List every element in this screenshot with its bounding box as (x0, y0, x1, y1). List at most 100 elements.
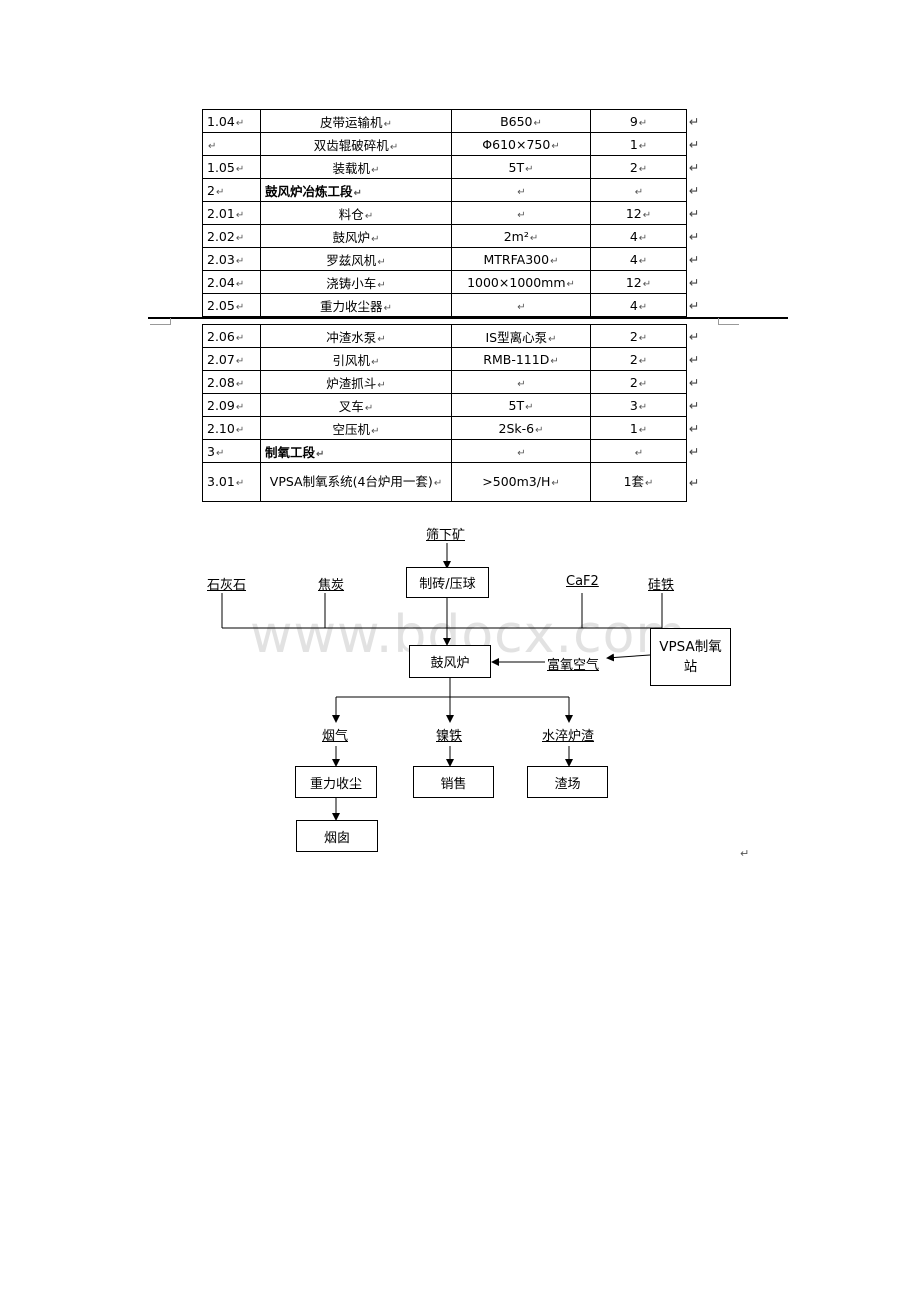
paragraph-mark: ↵ (433, 477, 443, 489)
cell-text: 2 (629, 159, 638, 175)
ferrosilicon-label: 硅铁 (648, 578, 675, 593)
paragraph-mark: ↵ (566, 278, 575, 290)
cell-text: 2Sk-6 (498, 420, 535, 436)
quantity-cell: 4↵ (590, 224, 687, 248)
paragraph-mark: ↵ (383, 118, 392, 130)
paragraph-mark: ↵ (364, 402, 374, 414)
gravity-dust-box: 重力收尘 (295, 766, 377, 798)
row-number-cell: 1.04↵ (202, 109, 261, 133)
paragraph-mark: ↵ (551, 140, 560, 152)
equipment-name-cell: 皮带运输机↵ (260, 109, 452, 133)
cell-text: 制氧工段 (265, 444, 316, 460)
table-row: 2.06↵冲渣水泵↵IS型离心泵↵2↵↵ (202, 324, 708, 348)
row-end-mark: ↵ (689, 113, 700, 129)
cell-text: 5T (508, 159, 525, 175)
spec-cell: Φ610×750↵ (451, 132, 591, 156)
paragraph-mark: ↵ (535, 424, 544, 436)
spec-cell: ↵ (451, 370, 591, 394)
row-end-mark: ↵ (689, 159, 700, 175)
chimney-box: 烟囱 (296, 820, 378, 852)
vpsa-station-box: VPSA制氧站 (650, 628, 731, 686)
equipment-name-cell: 制氧工段↵ (260, 439, 452, 463)
paragraph-mark: ↵ (235, 278, 245, 290)
table-row: 2.01↵料仓↵↵12↵↵ (202, 201, 708, 225)
equipment-table-part1: 1.04↵皮带运输机↵B650↵9↵↵↵双齿辊破碎机↵Φ610×750↵1↵↵1… (202, 109, 708, 317)
equipment-name-cell: 双齿辊破碎机↵ (260, 132, 452, 156)
table-row: 2.09↵叉车↵5T↵3↵↵ (202, 393, 708, 417)
row-end-mark: ↵ (689, 182, 700, 198)
paragraph-mark: ↵ (550, 255, 559, 267)
cell-text: 2.06 (207, 328, 235, 344)
table-row: 2.07↵引风机↵RMB-111D↵2↵↵ (202, 347, 708, 371)
paragraph-mark: ↵ (551, 477, 560, 489)
paragraph-mark: ↵ (638, 424, 648, 436)
row-end-mark: ↵ (689, 205, 700, 221)
cell-text: 2.05 (207, 297, 235, 313)
cell-text: 12 (625, 274, 642, 290)
sales-box: 销售 (413, 766, 494, 798)
row-end-mark: ↵ (689, 274, 700, 290)
row-end-mark: ↵ (689, 397, 700, 413)
paragraph-mark: ↵ (235, 355, 245, 367)
coke-label: 焦炭 (318, 578, 345, 593)
cell-text: 料仓 (338, 206, 364, 222)
cell-text: 4 (629, 251, 638, 267)
spec-cell: >500m3/H↵ (451, 462, 591, 502)
paragraph-mark: ↵ (638, 301, 648, 313)
table-row: 2.05↵重力收尘器↵↵4↵↵ (202, 293, 708, 317)
cell-text: 2 (629, 351, 638, 367)
table-row: 3↵制氧工段↵↵↵↵ (202, 439, 708, 463)
row-end-mark: ↵ (689, 228, 700, 244)
quantity-cell: 1↵ (590, 132, 687, 156)
cell-text: Φ610×750 (482, 136, 551, 152)
cell-text: 2.02 (207, 228, 235, 244)
cell-text: 皮带运输机 (320, 114, 383, 130)
equipment-name-cell: 装载机↵ (260, 155, 452, 179)
paragraph-mark: ↵ (235, 424, 245, 436)
water-slag-label: 水淬炉渣 (542, 729, 595, 744)
cell-text: 2.07 (207, 351, 235, 367)
row-end-mark: ↵ (689, 297, 700, 313)
paragraph-mark: ↵ (371, 164, 380, 176)
cell-text: 2 (629, 374, 638, 390)
quantity-cell: 3↵ (590, 393, 687, 417)
paragraph-mark: ↵ (377, 279, 386, 291)
spec-cell: 2Sk-6↵ (451, 416, 591, 440)
paragraph-mark: ↵ (638, 355, 648, 367)
briquette-box: 制砖/压球 (406, 567, 489, 598)
cell-text: 1 (629, 420, 638, 436)
slag-yard-box: 渣场 (527, 766, 608, 798)
paragraph-mark: ↵ (383, 302, 392, 314)
spec-cell: ↵ (451, 201, 591, 225)
paragraph-mark: ↵ (364, 210, 374, 222)
cell-text: 9 (629, 113, 638, 129)
paragraph-mark: ↵ (215, 447, 225, 459)
quantity-cell: 1套↵ (590, 462, 687, 502)
cell-text: 1.05 (207, 159, 235, 175)
row-end-mark: ↵ (689, 328, 700, 344)
cell-text: 2 (207, 182, 215, 198)
equipment-name-cell: 料仓↵ (260, 201, 452, 225)
quantity-cell: 2↵ (590, 370, 687, 394)
oxygen-air-label: 富氧空气 (547, 658, 600, 673)
row-number-cell: 2.09↵ (202, 393, 261, 417)
cell-text: 冲渣水泵 (326, 329, 377, 345)
row-number-cell: 2.07↵ (202, 347, 261, 371)
cell-text: 重力收尘器 (320, 298, 383, 314)
equipment-name-cell: 引风机↵ (260, 347, 452, 371)
limestone-label: 石灰石 (207, 578, 247, 593)
cell-text: 12 (625, 205, 642, 221)
cell-text: 空压机 (332, 421, 371, 437)
page-corner-mark (718, 318, 739, 325)
paragraph-mark: ↵ (638, 117, 648, 129)
paragraph-mark: ↵ (235, 163, 245, 175)
equipment-name-cell: VPSA制氧系统(4台炉用一套)↵ (260, 462, 452, 502)
cell-text: 3.01 (207, 473, 235, 489)
cell-text: 罗兹风机 (326, 252, 377, 268)
caf2-label: CaF2 (566, 574, 599, 589)
paragraph-mark: ↵ (642, 209, 652, 221)
paragraph-mark: ↵ (235, 301, 245, 313)
paragraph-mark: ↵ (377, 333, 386, 345)
cell-text: MTRFA300 (483, 251, 550, 267)
